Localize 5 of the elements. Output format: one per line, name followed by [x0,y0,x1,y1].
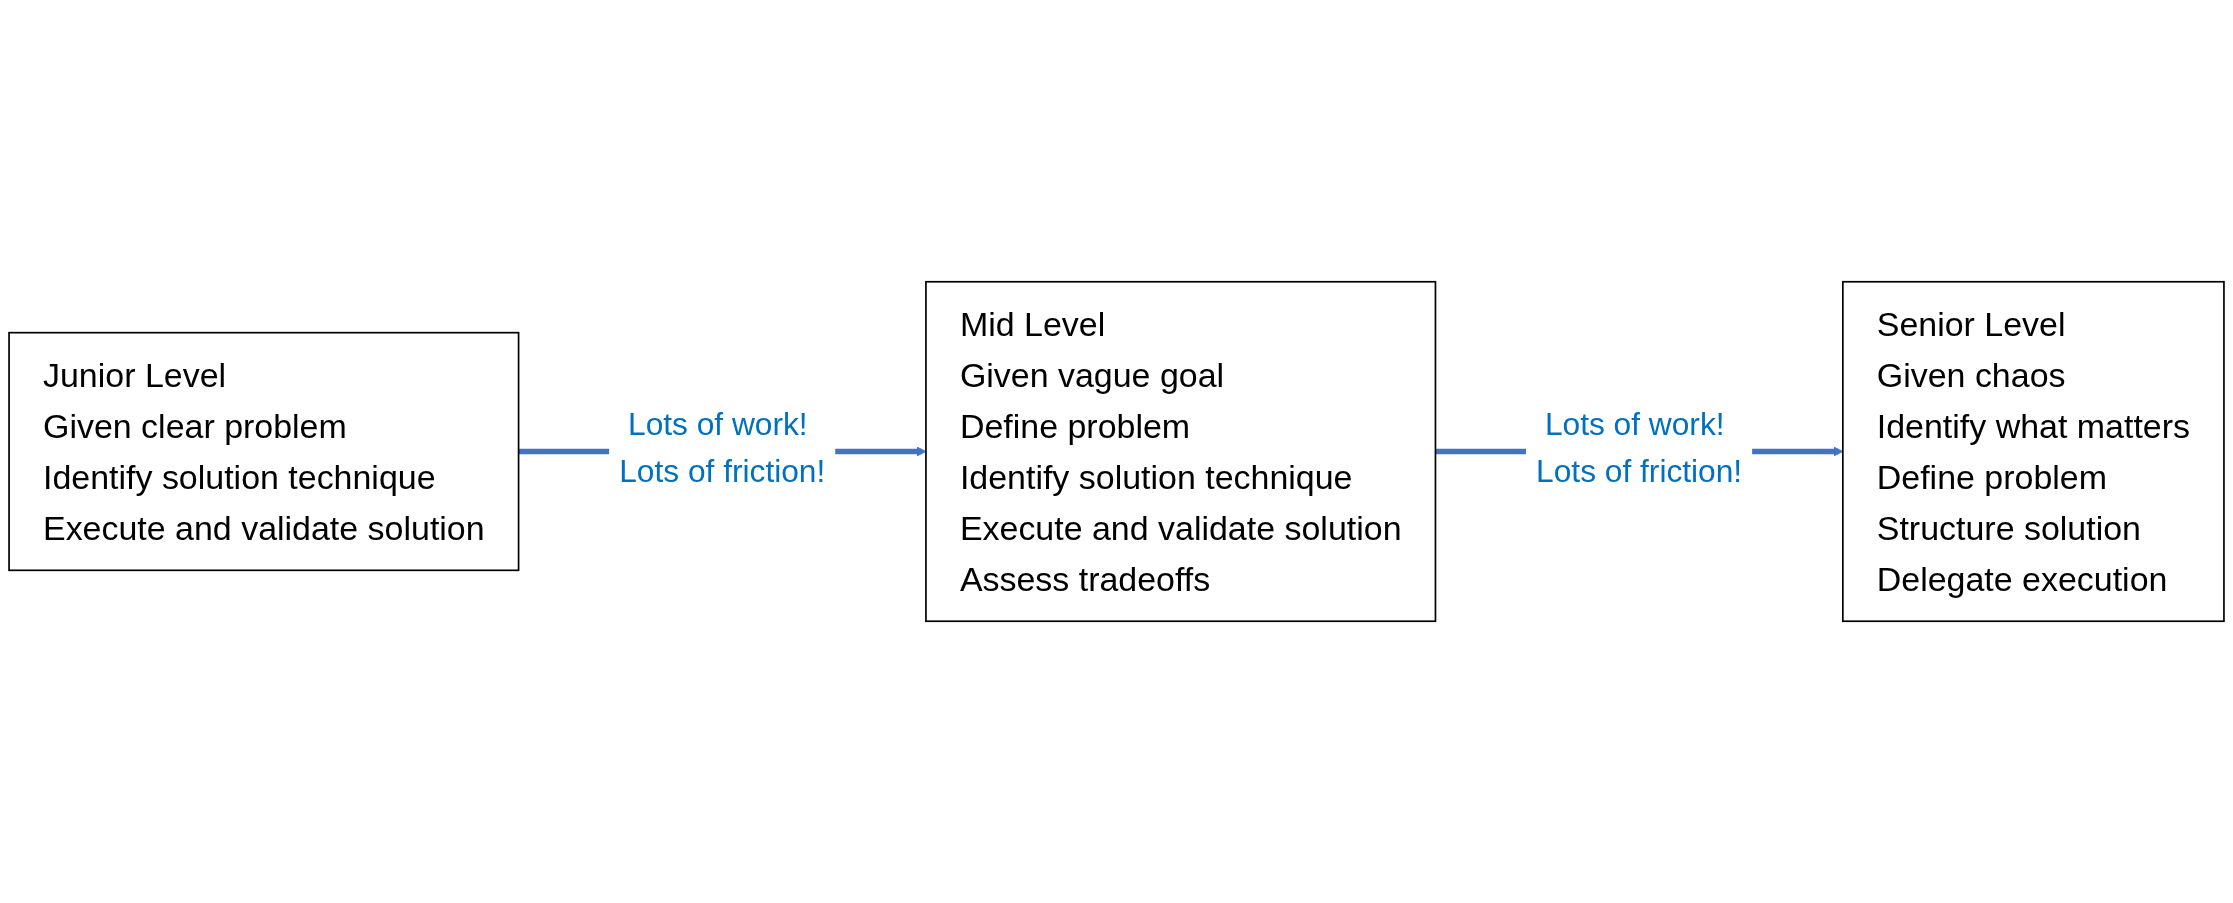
node-box: Senior Level Given chaos Identify what matters Define problem Structure solution Delegate execution [1842,280,2225,623]
edge-label: Lots of work! Lots of friction! [619,406,826,489]
node-box: Mid Level Given vague goal Define problem Identify solution technique Execute and validate solution Assess tradeoffs [925,280,1437,623]
edge-label: Lots of work! Lots of friction! [1536,406,1743,489]
node-box: Junior Level Given clear problem Identify solution technique Execute and validate solution [8,331,520,572]
